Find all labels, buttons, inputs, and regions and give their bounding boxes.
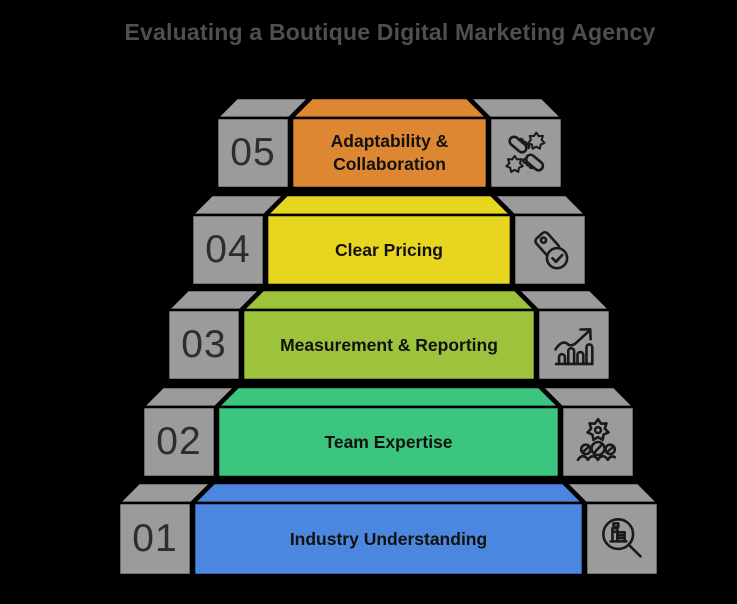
team-gear-icon [576, 417, 617, 462]
step-number: 01 [132, 517, 178, 560]
step-number: 03 [181, 323, 227, 366]
step-02-label-bar [216, 405, 561, 479]
step-number: 02 [156, 420, 202, 463]
step-05-number-block [215, 116, 291, 190]
step-icon-box [490, 118, 562, 188]
step-03-number-block [166, 308, 242, 382]
step-04-label-bar [265, 213, 513, 287]
step-01-label-bar [192, 501, 585, 577]
step-icon-box [586, 503, 658, 575]
step-icon-box [538, 310, 610, 380]
step-label: Measurement & Reporting [280, 334, 498, 355]
step-01-number-block [117, 501, 193, 577]
price-tag-check-icon [534, 230, 569, 270]
step-05-label-bar [290, 116, 489, 190]
step-02-number-block [141, 405, 217, 479]
step-number: 04 [205, 228, 251, 271]
step-number: 05 [230, 131, 276, 174]
step-label: Adaptability & Collaboration [330, 131, 449, 174]
growth-chart-icon [554, 327, 594, 366]
step-label: Team Expertise [324, 431, 453, 452]
step-label: Industry Understanding [289, 528, 488, 549]
step-05-icon-block [488, 116, 564, 190]
industry-search-icon [602, 517, 642, 558]
step-03-label-bar [241, 308, 537, 382]
collaboration-hands-icon [505, 131, 546, 173]
step-icon-box [562, 407, 634, 477]
step-label: Clear Pricing [335, 239, 443, 260]
step-icon-box [514, 215, 586, 285]
infographic-title: Evaluating a Boutique Digital Marketing … [124, 19, 656, 45]
step-04-number-block [190, 213, 266, 287]
